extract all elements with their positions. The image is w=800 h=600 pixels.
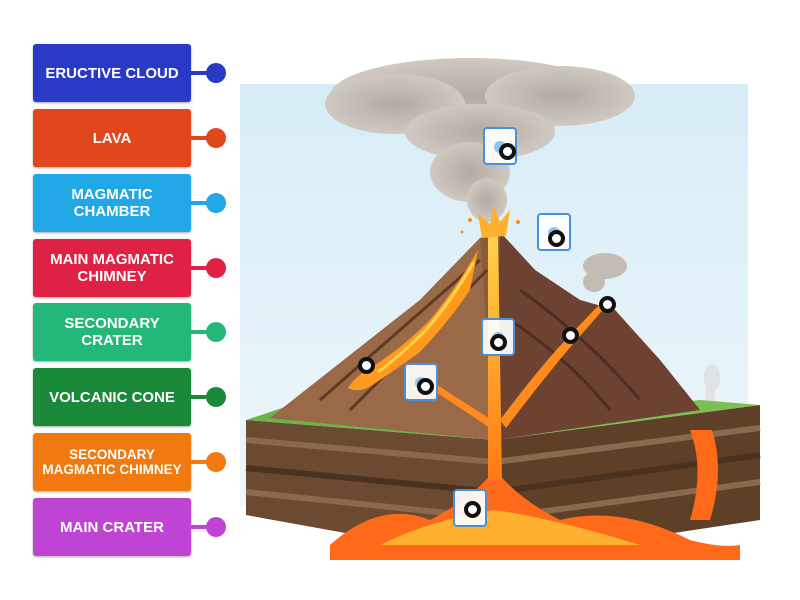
- ring-marker-icon[interactable]: [562, 327, 579, 344]
- ring-marker-icon[interactable]: [599, 296, 616, 313]
- ring-marker-icon[interactable]: [499, 143, 516, 160]
- connector-line: [191, 201, 213, 205]
- connector-line: [191, 71, 213, 75]
- label-main-magmatic-chimney[interactable]: MAIN MAGMATIC CHIMNEY: [33, 239, 191, 297]
- main-crater-eruption: [460, 206, 520, 238]
- main-chimney: [488, 236, 502, 480]
- label-lava[interactable]: LAVA: [33, 109, 191, 167]
- connector-line: [191, 395, 213, 399]
- label-magmatic-chamber[interactable]: MAGMATIC CHAMBER: [33, 174, 191, 232]
- label-main-crater[interactable]: MAIN CRATER: [33, 498, 191, 556]
- label-secondary-magmatic-chimney[interactable]: SECONDARY MAGMATIC CHIMNEY: [33, 433, 191, 491]
- magma-chamber: [330, 430, 740, 560]
- connector-line: [191, 460, 213, 464]
- pin-icon[interactable]: [206, 258, 226, 278]
- secondary-chimney: [500, 300, 608, 428]
- connector-line: [191, 330, 213, 334]
- connector-line: [191, 525, 213, 529]
- ring-marker-icon[interactable]: [490, 334, 507, 351]
- lava-flow: [348, 250, 478, 391]
- pin-icon[interactable]: [206, 193, 226, 213]
- label-volcanic-cone[interactable]: VOLCANIC CONE: [33, 368, 191, 426]
- eruptive-cloud: [325, 58, 635, 222]
- pin-icon[interactable]: [206, 452, 226, 472]
- pin-icon[interactable]: [206, 322, 226, 342]
- ring-marker-icon[interactable]: [417, 378, 434, 395]
- pin-icon[interactable]: [206, 517, 226, 537]
- branch-chimney: [426, 380, 492, 428]
- connector-line: [191, 136, 213, 140]
- ring-marker-icon[interactable]: [464, 501, 481, 518]
- label-eructive-cloud[interactable]: ERUCTIVE CLOUD: [33, 44, 191, 102]
- secondary-smoke: [583, 253, 627, 292]
- pin-icon[interactable]: [206, 128, 226, 148]
- steam-plume: [704, 364, 720, 405]
- pin-icon[interactable]: [206, 63, 226, 83]
- connector-line: [191, 266, 213, 270]
- ring-marker-icon[interactable]: [548, 230, 565, 247]
- pin-icon[interactable]: [206, 387, 226, 407]
- label-bank: ERUCTIVE CLOUD LAVA MAGMATIC CHAMBER MAI…: [0, 0, 240, 600]
- ring-marker-icon[interactable]: [358, 357, 375, 374]
- label-secondary-crater[interactable]: SECONDARY CRATER: [33, 303, 191, 361]
